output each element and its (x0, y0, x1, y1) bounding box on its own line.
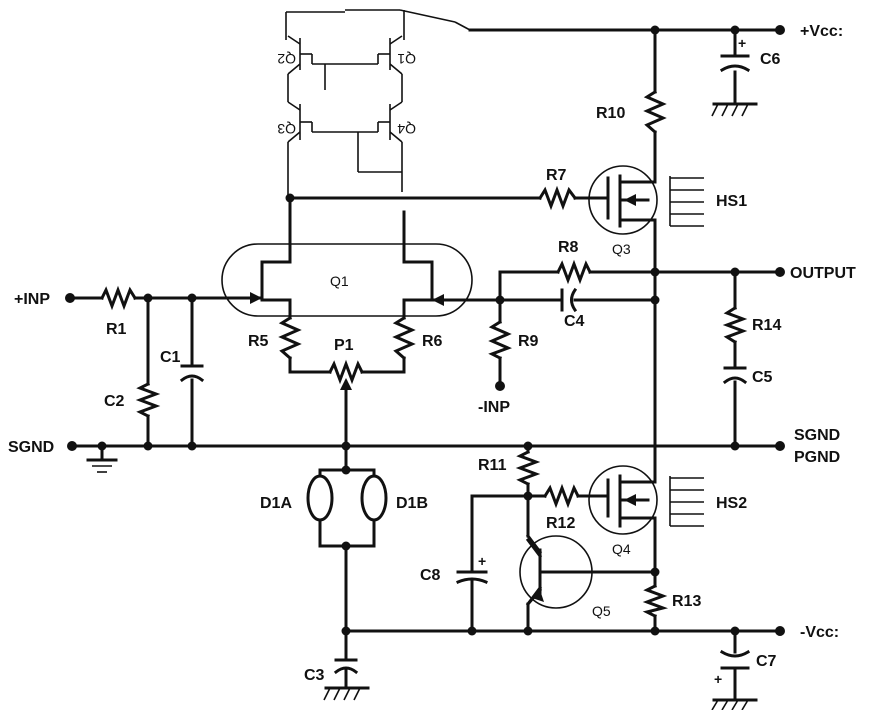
diode-d1a (306, 474, 334, 522)
resistors (99, 89, 748, 619)
label-q1: Q1 (330, 273, 349, 289)
resistor-r11 (515, 449, 541, 487)
label-hs1: HS1 (716, 193, 747, 210)
ground-symbols (86, 102, 758, 711)
capacitor-c5 (722, 366, 748, 385)
capacitor-c7: + (714, 649, 751, 687)
ground-sgnd-left (86, 458, 118, 473)
transistor-q1-dual (221, 243, 473, 317)
label-q4: Q4 (612, 541, 631, 557)
label-vcc-pos: +Vcc: (800, 23, 843, 40)
heatsink-hs2 (669, 476, 704, 527)
capacitor-c1 (179, 364, 205, 383)
label-output: OUTPUT (790, 265, 856, 282)
label-r11: R11 (478, 457, 507, 474)
terminals (65, 25, 785, 636)
label-r13: R13 (672, 593, 701, 610)
svg-text:+: + (714, 671, 722, 687)
current-mirror (285, 9, 456, 198)
label-r5: R5 (248, 333, 269, 350)
diode-d1b (360, 474, 388, 522)
capacitor-c3 (333, 658, 359, 690)
terminal-vcc-neg (775, 626, 785, 636)
junction-dots (97, 25, 740, 636)
label-r14: R14 (752, 317, 781, 334)
label-pgnd-right: PGND (794, 449, 840, 466)
label-q5: Q5 (592, 603, 611, 619)
terminal-inp-pos (65, 293, 75, 303)
capacitors: + + + (179, 35, 751, 690)
label-p1: P1 (334, 337, 354, 354)
capacitor-c6: + (719, 35, 751, 73)
capacitor-c8: + (456, 553, 488, 592)
label-r9: R9 (518, 333, 539, 350)
label-mirror-q4: Q4 (397, 121, 416, 137)
label-inp-neg: -INP (478, 399, 510, 416)
mosfet-q4 (588, 465, 658, 535)
label-c1: C1 (160, 349, 181, 366)
label-r1: R1 (106, 321, 127, 338)
svg-text:+: + (478, 553, 486, 569)
label-c4: C4 (564, 313, 585, 330)
resistor-r9 (488, 319, 512, 361)
resistor-r8 (555, 259, 593, 285)
label-sgnd: SGND (8, 439, 54, 456)
resistor-r13 (642, 583, 669, 619)
terminal-sgnd-pgnd (775, 441, 785, 451)
ground-c3 (323, 686, 370, 701)
label-c6: C6 (760, 51, 781, 68)
label-inp-pos: +INP (14, 291, 50, 308)
labels: +Vcc: -Vcc: +INP -INP SGND SGND PGND OUT… (8, 23, 856, 684)
label-vcc-neg: -Vcc: (800, 624, 839, 641)
label-mirror-q3: Q3 (277, 121, 296, 137)
ground-c6 (711, 102, 758, 117)
label-r7: R7 (546, 167, 567, 184)
label-c2: C2 (104, 393, 125, 410)
terminal-output (775, 267, 785, 277)
label-r12: R12 (546, 515, 575, 532)
ground-c7 (711, 698, 758, 711)
potentiometer-p1 (327, 359, 365, 402)
label-mirror-q2: Q2 (277, 51, 296, 67)
label-c5: C5 (752, 369, 773, 386)
terminal-vcc-pos (775, 25, 785, 35)
wires (68, 21, 782, 702)
capacitor-c4 (560, 287, 578, 313)
resistor-r2 (135, 381, 161, 419)
svg-text:+: + (738, 35, 746, 51)
label-r10: R10 (596, 105, 625, 122)
resistor-r1 (99, 285, 138, 311)
label-d1b: D1B (396, 495, 428, 512)
label-hs2: HS2 (716, 495, 747, 512)
resistor-r14 (722, 305, 748, 345)
label-c8: C8 (420, 567, 441, 584)
terminal-sgnd-left (67, 441, 77, 451)
resistor-r7 (537, 185, 578, 211)
heatsink-hs1 (669, 176, 704, 227)
label-sgnd-right: SGND (794, 427, 840, 444)
label-q3: Q3 (612, 241, 631, 257)
resistor-r6 (392, 315, 416, 361)
label-c7: C7 (756, 653, 777, 670)
mosfet-q3 (588, 165, 658, 235)
label-r6: R6 (422, 333, 443, 350)
bjt-q5 (519, 535, 593, 609)
label-r8: R8 (558, 239, 579, 256)
label-c3: C3 (304, 667, 325, 684)
resistor-r5 (278, 315, 302, 361)
terminal-inp-neg (495, 381, 505, 391)
resistor-r12 (542, 483, 581, 509)
label-d1a: D1A (260, 495, 292, 512)
label-mirror-q1: Q1 (397, 51, 416, 67)
resistor-r10 (643, 89, 667, 135)
